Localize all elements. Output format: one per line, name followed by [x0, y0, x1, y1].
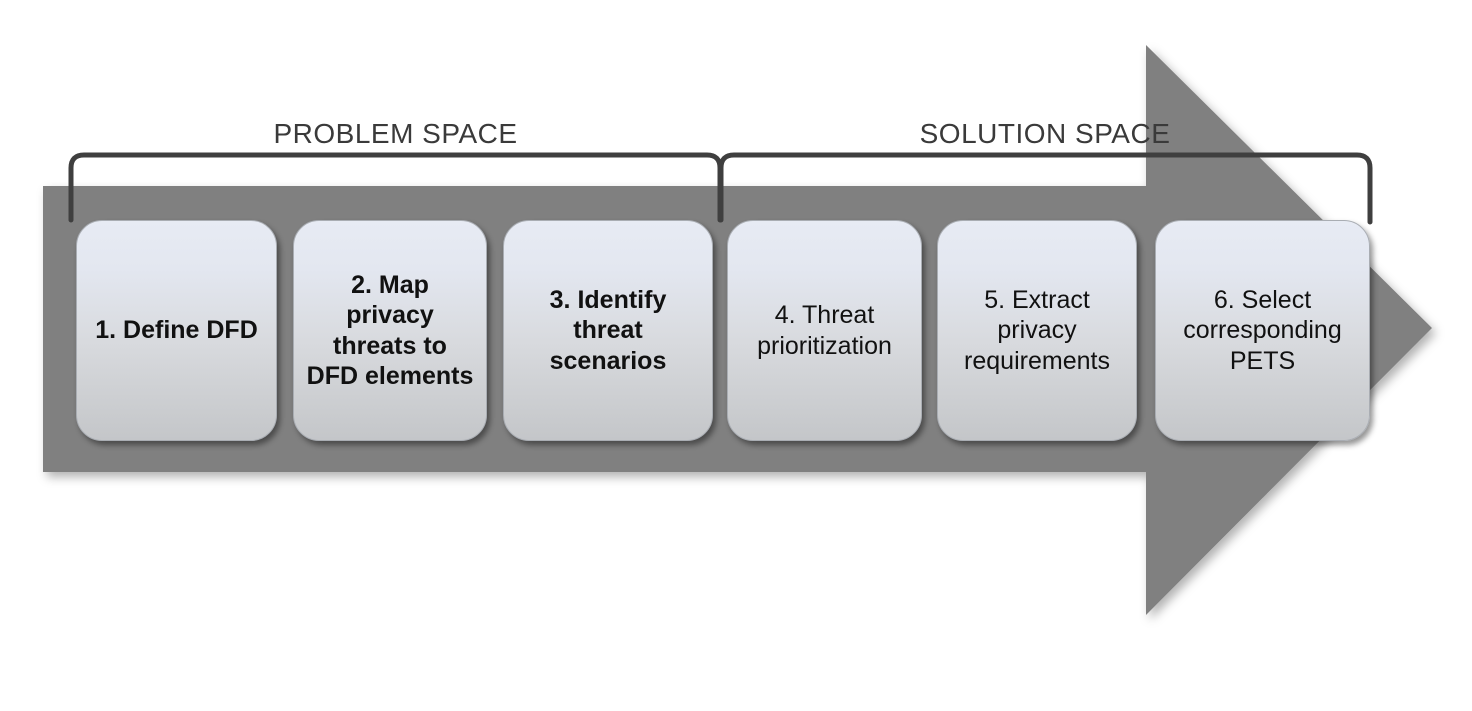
bracket-solution-space — [718, 152, 1373, 225]
step-box-3[interactable]: 3. Identify threat scenarios — [503, 220, 713, 441]
bracket-label-solution-space: SOLUTION SPACE — [919, 118, 1171, 149]
step-box-6[interactable]: 6. Select corresponding PETS — [1155, 220, 1370, 441]
step-box-2[interactable]: 2. Map privacy threats to DFD elements — [293, 220, 487, 441]
step-box-4[interactable]: 4. Threat prioritization — [727, 220, 922, 441]
step-box-5[interactable]: 5. Extract privacy requirements — [937, 220, 1137, 441]
bracket-label-problem-space: PROBLEM SPACE — [273, 118, 518, 149]
bracket-problem-space — [68, 152, 723, 223]
step-box-1[interactable]: 1. Define DFD — [76, 220, 277, 441]
